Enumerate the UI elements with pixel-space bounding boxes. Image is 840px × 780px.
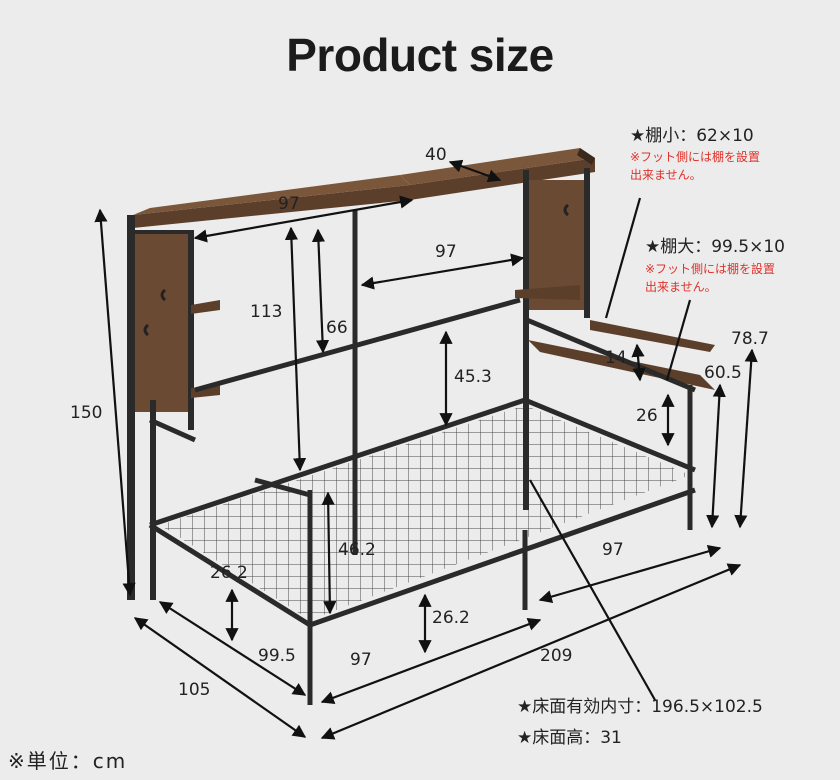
dim-large-shelf-gap: 26	[636, 406, 658, 426]
dim-rail-height: 45.3	[454, 367, 492, 387]
dim-leg-height-center: 26.2	[432, 608, 470, 628]
dim-front-length: 97	[350, 650, 372, 670]
dim-shelf-width: 97	[278, 194, 300, 214]
dim-side-length: 97	[602, 540, 624, 560]
small-shelf-label: ★棚小：62×10	[630, 126, 754, 146]
leader-lines	[529, 197, 692, 701]
dim-shelf-depth: 40	[425, 145, 447, 165]
dim-guard-height: 46.2	[338, 540, 376, 560]
spec-floor-area: ★床面有効内寸：196.5×102.5	[517, 697, 763, 717]
spec-floor-height: ★床面高：31	[517, 728, 622, 748]
page-title: Product size	[286, 29, 554, 81]
dim-leg-height-left: 26.2	[210, 563, 248, 583]
large-shelf-note-line2: 出来ません。	[645, 280, 717, 294]
right-board	[515, 168, 715, 510]
dim-guard-length: 99.5	[258, 646, 296, 666]
dim-total-length: 209	[540, 646, 573, 666]
dimension-lines	[94, 159, 758, 740]
dim-headboard-gap: 66	[326, 318, 348, 338]
dim-right-height-mid: 60.5	[704, 363, 742, 383]
small-shelf-note-line2: 出来ません。	[630, 168, 702, 182]
dim-inner-width: 97	[435, 242, 457, 262]
dim-frame-height: 113	[250, 302, 283, 322]
dim-small-shelf-gap: 14	[605, 348, 627, 368]
dim-right-height-top: 78.7	[731, 329, 769, 349]
large-shelf-note-line1: ※フット側には棚を設置	[645, 262, 776, 276]
large-shelf-label: ★棚大：99.5×10	[645, 237, 785, 257]
mesh-deck	[160, 405, 690, 620]
small-shelf-note-line1: ※フット側には棚を設置	[630, 150, 761, 164]
dim-bed-width: 105	[178, 680, 211, 700]
small-shelf-note: ※フット側には棚を設置 出来ません。	[630, 148, 760, 184]
large-shelf-note: ※フット側には棚を設置 出来ません。	[645, 260, 775, 296]
dim-total-height: 150	[70, 403, 103, 423]
unit-note: ※単位：cm	[8, 749, 128, 773]
